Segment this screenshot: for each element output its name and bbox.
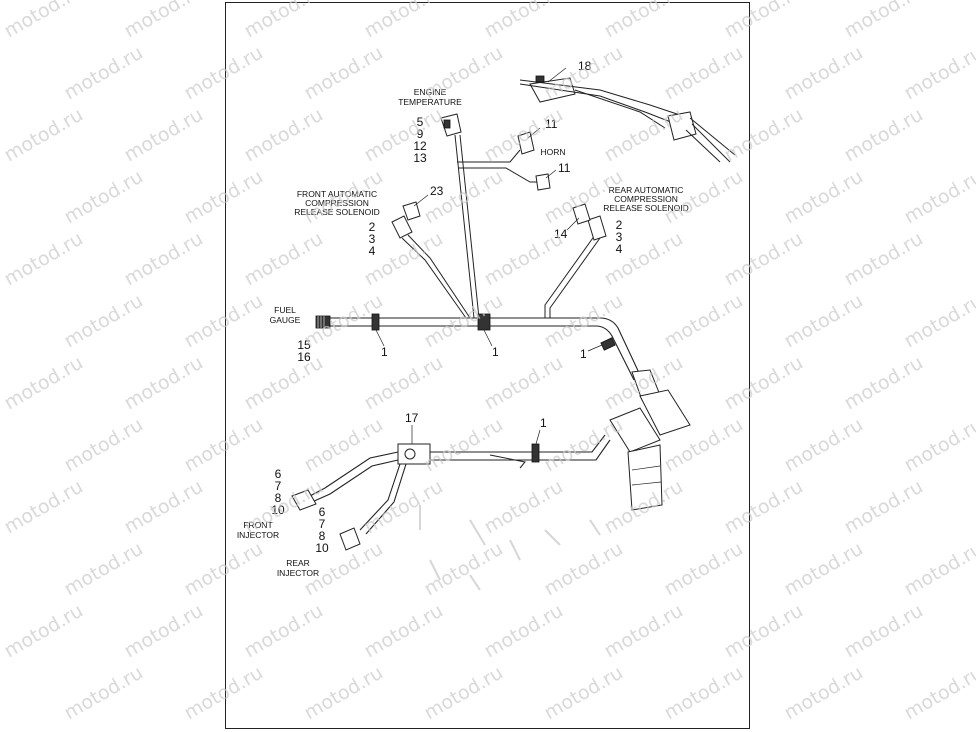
callout-11-bottom: 11: [558, 161, 571, 175]
callouts-fuel-gauge: 15 16: [297, 338, 311, 364]
clip-1-left: [371, 313, 385, 347]
callout-number: 10: [315, 541, 329, 555]
label-line: GAUGE: [270, 315, 301, 325]
clip-1-center: [477, 313, 493, 347]
label-line: REAR AUTOMATIC: [609, 185, 684, 195]
label-rear-injector: REAR INJECTOR: [277, 558, 319, 578]
callout-number: 6: [275, 467, 282, 481]
callout-number: 2: [616, 218, 623, 232]
label-line: TEMPERATURE: [398, 97, 462, 107]
horn-branch: [457, 131, 551, 191]
engine-temp-branch: [440, 113, 480, 319]
main-trunk-wire: [330, 317, 641, 381]
callout-1-left: 1: [381, 345, 388, 359]
label-engine-temperature: ENGINE TEMPERATURE: [398, 87, 462, 107]
callout-number: 4: [616, 242, 623, 256]
lower-trunk-wire: [430, 434, 611, 469]
callout-1-right: 1: [580, 347, 587, 361]
callouts-front-injector: 6 7 8 10: [271, 467, 285, 517]
fuel-gauge-connector: [315, 315, 331, 329]
front-injector-branch: [291, 451, 399, 511]
callout-number: 9: [417, 127, 424, 141]
label-line: COMPRESSION: [614, 194, 678, 204]
scan-artifacts: [419, 505, 601, 591]
callouts-front-acr: 2 3 4: [369, 220, 376, 258]
callouts-rear-injector: 6 7 8 10: [315, 505, 329, 555]
callout-1-lower: 1: [540, 416, 547, 430]
callout-number: 8: [319, 529, 326, 543]
callout-number: 7: [319, 517, 326, 531]
label-front-injector: FRONT INJECTOR: [237, 520, 279, 540]
callout-17: 17: [405, 411, 419, 425]
callout-number: 2: [369, 220, 376, 234]
callouts-rear-acr: 2 3 4: [616, 218, 623, 256]
label-rear-acr: REAR AUTOMATIC COMPRESSION RELEASE SOLEN…: [603, 185, 689, 213]
callout-number: 3: [369, 232, 376, 246]
callout-number: 12: [413, 139, 427, 153]
callout-11-top: 11: [545, 117, 558, 131]
label-fuel-gauge: FUEL GAUGE: [270, 305, 301, 325]
label-line: RELEASE SOLENOID: [294, 207, 380, 217]
callout-number: 4: [369, 244, 376, 258]
callout-1-center: 1: [492, 345, 499, 359]
callout-18: 18: [578, 59, 592, 73]
label-horn: HORN: [540, 147, 565, 157]
label-line: INJECTOR: [277, 568, 319, 578]
callout-number: 10: [271, 503, 285, 517]
diagram-frame: [225, 2, 750, 729]
label-line: COMPRESSION: [305, 198, 369, 208]
rear-injector-branch: [339, 463, 407, 551]
callout-14: 14: [554, 227, 568, 241]
callout-leaders: [411, 67, 603, 445]
front-acr-branch: [391, 201, 471, 319]
callout-number: 15: [297, 338, 311, 352]
label-line: FRONT AUTOMATIC: [297, 189, 377, 199]
connector-17: [397, 443, 431, 465]
part-18-harness: [519, 75, 736, 163]
label-line: ENGINE: [414, 87, 447, 97]
clip-1-right: [600, 337, 616, 351]
main-junction-connector: [609, 369, 691, 511]
rear-acr-branch: [544, 203, 607, 318]
label-line: REAR: [286, 558, 310, 568]
callout-number: 6: [319, 505, 326, 519]
clip-1-lower: [531, 443, 540, 463]
label-line: INJECTOR: [237, 530, 279, 540]
callout-number: 5: [417, 115, 424, 129]
label-line: FRONT: [243, 520, 272, 530]
callout-number: 7: [275, 479, 282, 493]
label-front-acr: FRONT AUTOMATIC COMPRESSION RELEASE SOLE…: [294, 189, 380, 217]
callout-number: 13: [413, 151, 427, 165]
callout-23: 23: [430, 184, 444, 198]
callout-number: 16: [297, 350, 311, 364]
label-line: RELEASE SOLENOID: [603, 203, 689, 213]
label-line: FUEL: [274, 305, 296, 315]
callout-number: 8: [275, 491, 282, 505]
callouts-engine-temp: 5 9 12 13: [413, 115, 427, 165]
callout-number: 3: [616, 230, 623, 244]
